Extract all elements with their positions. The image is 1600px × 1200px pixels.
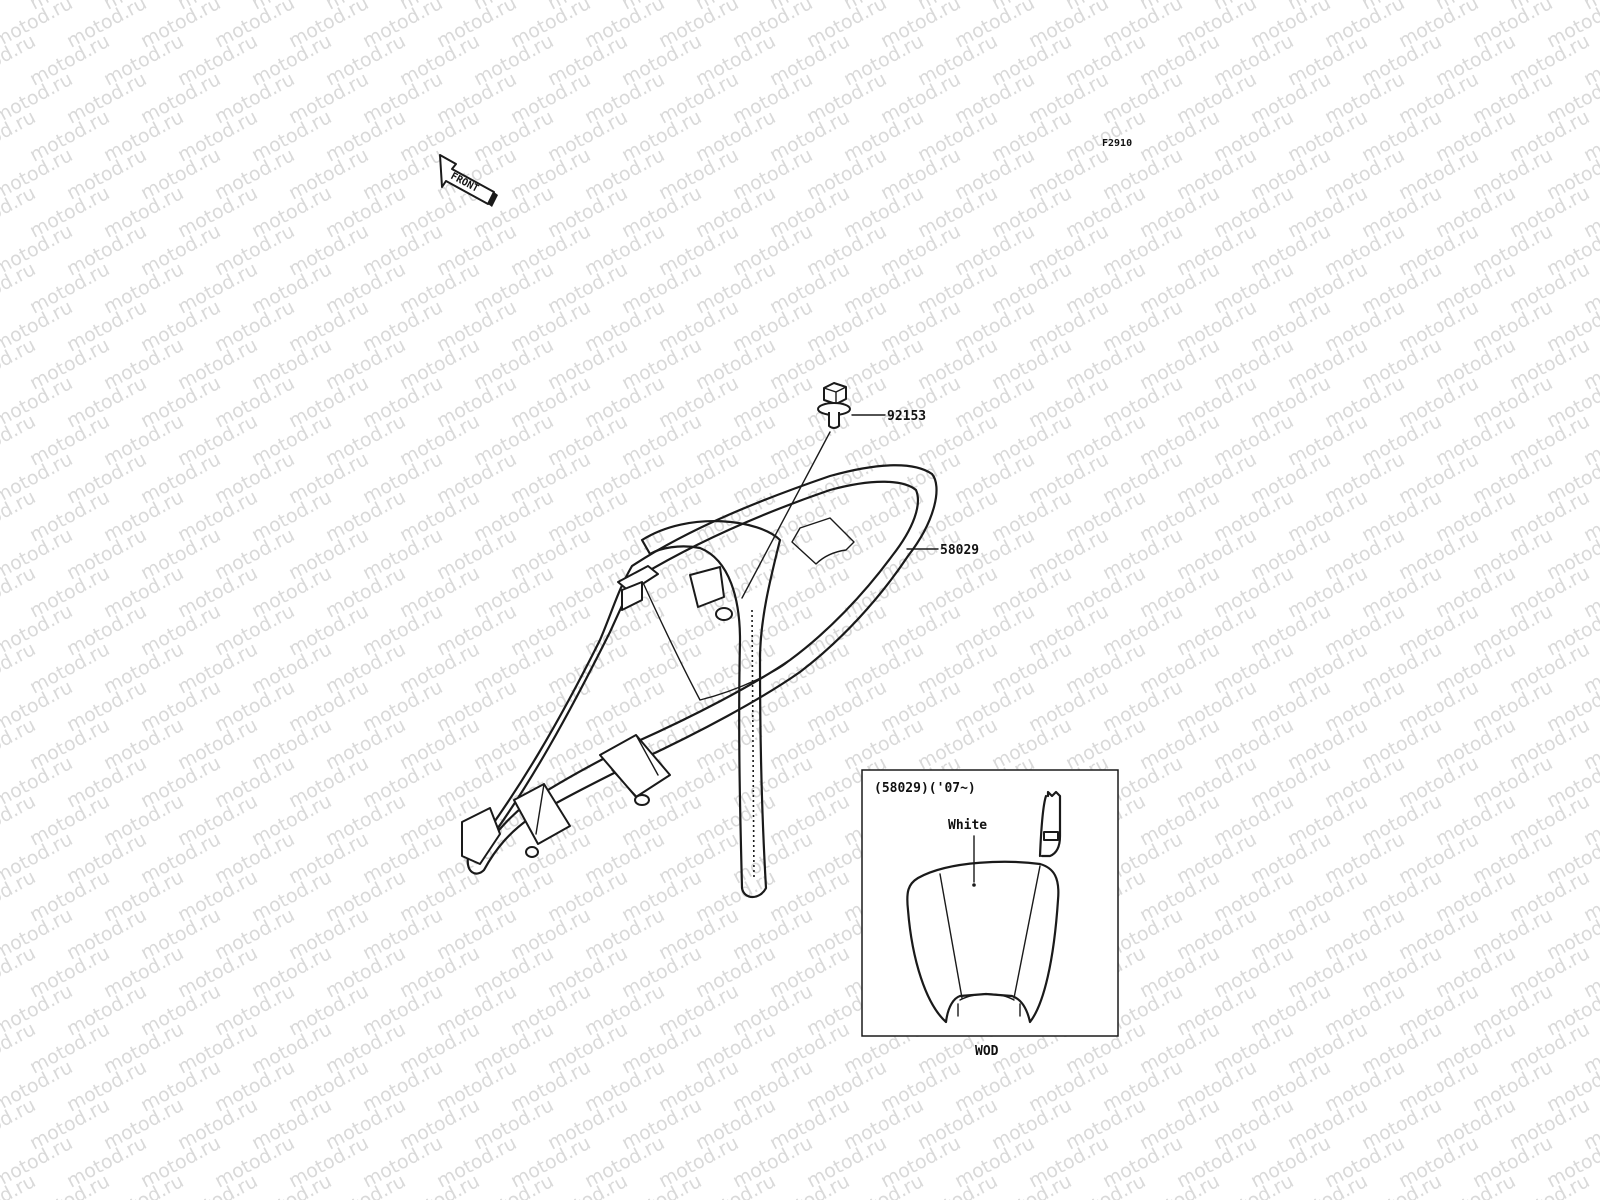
bolt-92153 (817, 382, 851, 429)
inset-title: (58029)('07~) (874, 781, 976, 796)
number-plate-58029 (461, 464, 938, 899)
inset-color-note: White (948, 818, 987, 833)
inset-box: (58029)('07~) White WOD (861, 769, 1119, 1059)
figure-code: F2910 (1102, 138, 1132, 149)
label-58029: 58029 (940, 543, 979, 558)
label-92153: 92153 (887, 409, 926, 424)
inset-number-plate (906, 790, 1062, 1024)
leader-bolt-to-hole (741, 431, 831, 599)
inset-caption: WOD (975, 1044, 999, 1059)
